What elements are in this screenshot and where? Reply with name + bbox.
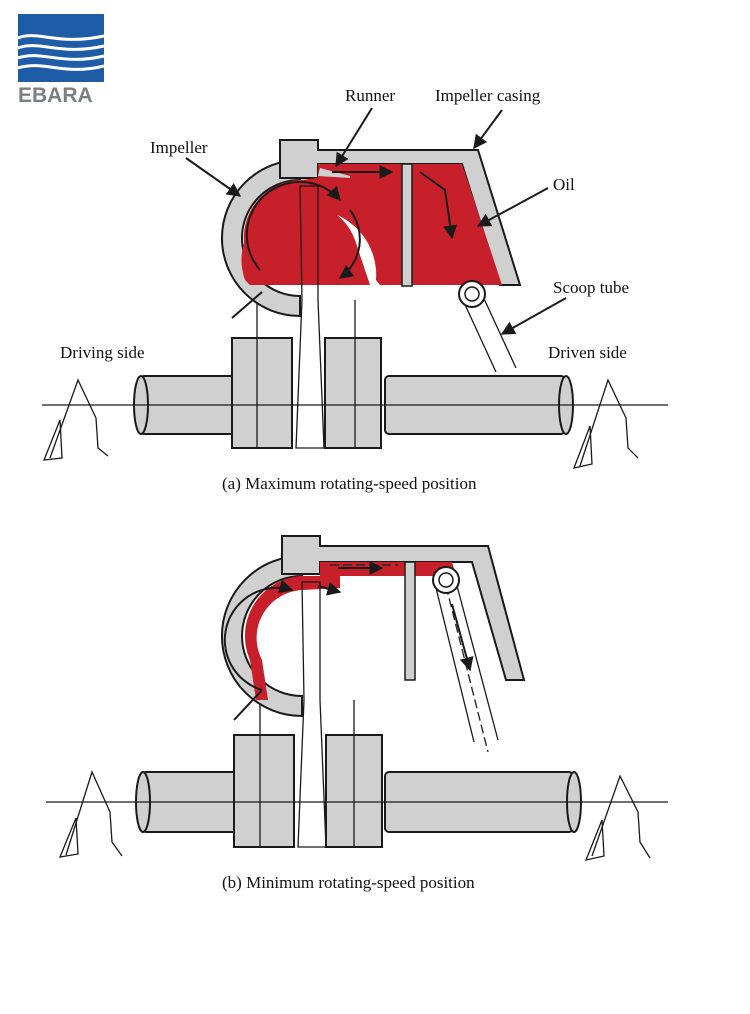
label-runner: Runner bbox=[345, 86, 395, 105]
oil-fill bbox=[243, 164, 502, 285]
figure-b: (b) Minimum rotating-speed position bbox=[46, 535, 668, 892]
hub-right bbox=[324, 337, 382, 449]
label-driving-side: Driving side bbox=[60, 343, 145, 362]
label-impeller: Impeller bbox=[150, 138, 208, 157]
oil-fill-b bbox=[320, 562, 456, 576]
ebara-logo: EBARA bbox=[18, 14, 105, 106]
caption-a: (a) Maximum rotating-speed position bbox=[222, 474, 477, 493]
impeller-b bbox=[221, 554, 303, 718]
caption-b: (b) Minimum rotating-speed position bbox=[222, 873, 475, 892]
scoop-tube bbox=[458, 280, 517, 373]
logo-wordmark: EBARA bbox=[18, 84, 93, 106]
label-scoop-tube: Scoop tube bbox=[553, 278, 629, 297]
scoop-tube-b bbox=[432, 566, 499, 753]
label-oil: Oil bbox=[553, 175, 575, 194]
hub-left bbox=[231, 337, 293, 449]
figure-a: Runner Impeller casing Impeller Oil Scoo… bbox=[42, 86, 668, 493]
label-impeller-casing: Impeller casing bbox=[435, 86, 541, 105]
runner bbox=[295, 185, 325, 449]
label-driven-side: Driven side bbox=[548, 343, 627, 362]
impeller-casing-b bbox=[281, 535, 526, 681]
